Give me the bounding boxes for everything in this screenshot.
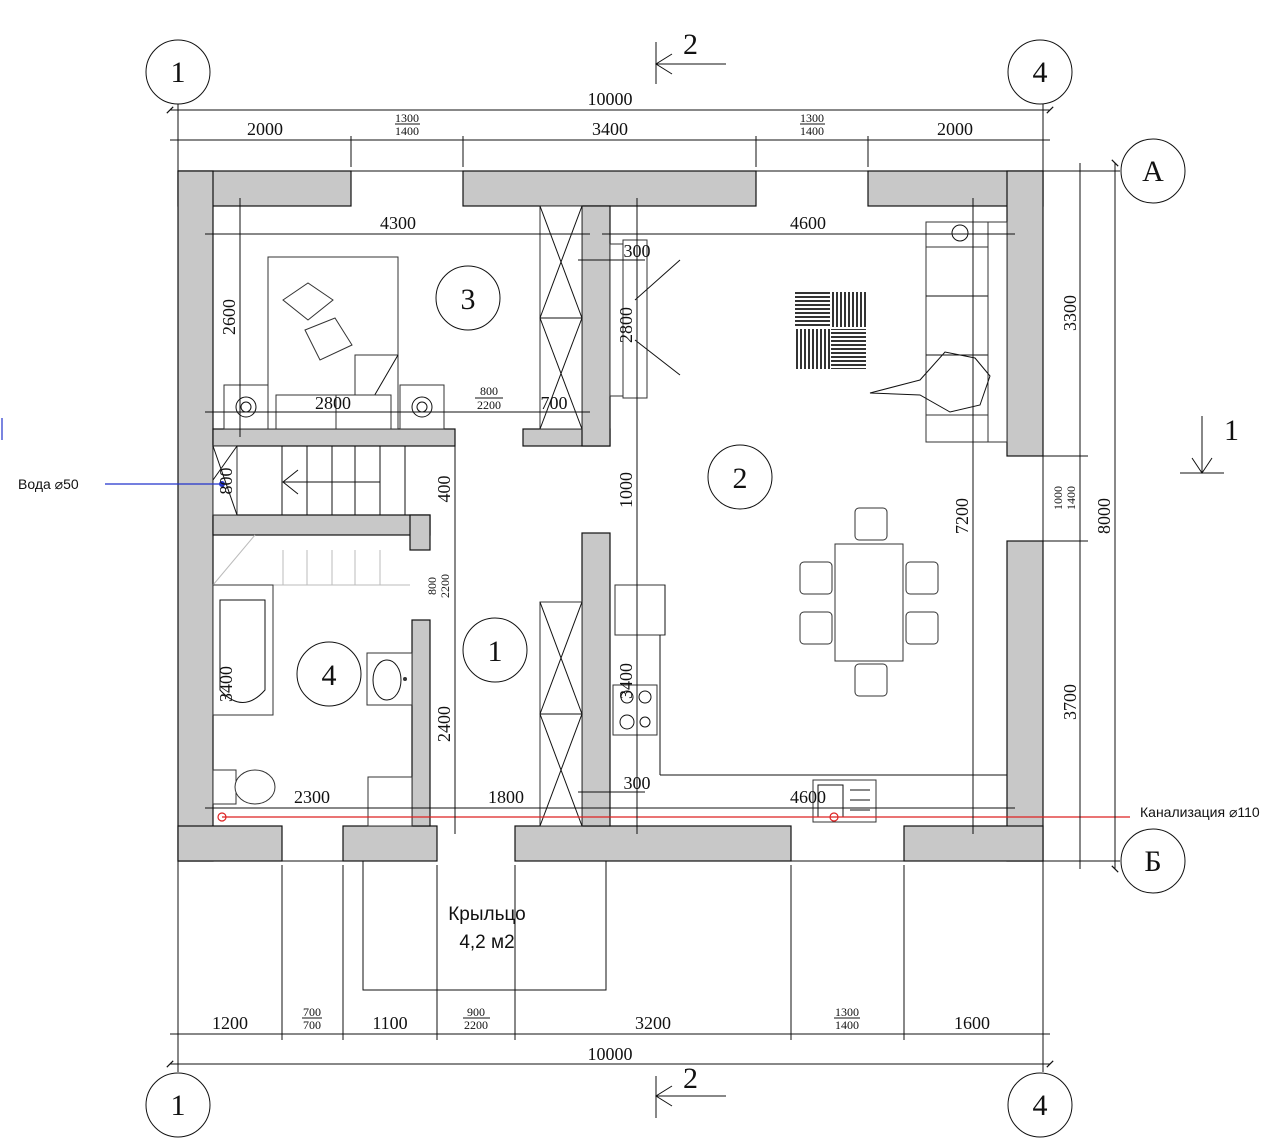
sewer-line: Канализация ⌀110 bbox=[217, 804, 1260, 822]
water-label: Вода ⌀50 bbox=[18, 476, 79, 492]
axis-bubble-4-bottom bbox=[1007, 1072, 1073, 1138]
room-numbers: 3 2 1 4 bbox=[296, 265, 773, 707]
dim-bed-height: 2600 bbox=[219, 299, 239, 335]
dim-top-overall: 10000 bbox=[588, 89, 633, 109]
section-marks: 2 2 1 bbox=[655, 28, 1239, 1118]
dim-living-closet-height: 2800 bbox=[616, 307, 636, 343]
room-2-label: 2 bbox=[733, 462, 748, 495]
dim-bath-width: 2300 bbox=[294, 787, 330, 807]
sewer-label: Канализация ⌀110 bbox=[1140, 804, 1260, 820]
dim-bed-door: 800 bbox=[480, 384, 498, 398]
porch-label: Крыльцо bbox=[448, 904, 526, 925]
dim-right-2: 1000 bbox=[1051, 486, 1065, 510]
dim-hall-height: 2400 bbox=[434, 706, 454, 742]
dim-kitchen-height: 3400 bbox=[616, 663, 636, 699]
exterior-walls bbox=[177, 170, 1044, 862]
bathtub bbox=[212, 584, 274, 716]
dim-bottom-6b: 1400 bbox=[835, 1018, 859, 1032]
dim-kitchen-width: 4600 bbox=[790, 787, 826, 807]
dim-bottom-5: 3200 bbox=[635, 1013, 671, 1033]
dim-bath-height: 3400 bbox=[216, 666, 236, 702]
dim-top-4b: 1400 bbox=[800, 124, 824, 138]
axis-bubble-1-top bbox=[145, 39, 211, 105]
dim-hall-door: 800 bbox=[425, 577, 439, 595]
dim-bed-door-b: 2200 bbox=[477, 398, 501, 412]
dimensions-bottom: 1200 700 700 1100 900 2200 3200 1300 140… bbox=[166, 865, 1054, 1068]
dim-bottom-3: 1100 bbox=[372, 1013, 407, 1033]
nightstand-right bbox=[399, 384, 445, 430]
tv-unit bbox=[609, 239, 681, 399]
nightstand-left bbox=[223, 384, 269, 430]
dim-bed-bottom: 2800 bbox=[315, 393, 351, 413]
dimensions-top: 10000 2000 1300 1400 3400 1300 1400 2000 bbox=[166, 89, 1054, 167]
wardrobe-hall bbox=[539, 601, 583, 827]
axis-bubble-1-bottom bbox=[145, 1072, 211, 1138]
fridge bbox=[614, 584, 666, 636]
dim-stair-height: 400 bbox=[434, 476, 454, 503]
dim-bottom-4: 900 bbox=[467, 1005, 485, 1019]
dim-living-gap: 1000 bbox=[616, 472, 636, 508]
axis-label-B: Б bbox=[1144, 845, 1161, 878]
dim-top-4: 1300 bbox=[800, 111, 824, 125]
dim-hall-door-b: 2200 bbox=[438, 574, 452, 598]
dim-right-overall: 8000 bbox=[1094, 498, 1114, 534]
axis-label-4-top: 4 bbox=[1033, 56, 1048, 89]
kitchen-counter bbox=[612, 635, 1007, 776]
room-3-label: 3 bbox=[461, 283, 476, 316]
washing-machine bbox=[367, 776, 413, 827]
dim-top-3: 3400 bbox=[592, 119, 628, 139]
dim-top-5: 2000 bbox=[937, 119, 973, 139]
dim-kitchen-closet: 300 bbox=[624, 773, 651, 793]
dim-bottom-7: 1600 bbox=[954, 1013, 990, 1033]
axis-markers: 1 4 1 4 А Б bbox=[145, 39, 1186, 1138]
interior-walls bbox=[212, 205, 611, 827]
section-bottom-label: 2 bbox=[683, 1062, 698, 1095]
axis-bubble-B bbox=[1120, 828, 1186, 894]
dim-living-height: 7200 bbox=[952, 498, 972, 534]
axis-label-A: А bbox=[1142, 155, 1164, 188]
axis-bubble-4-top bbox=[1007, 39, 1073, 105]
room-4-label: 4 bbox=[322, 659, 337, 692]
water-line: Вода ⌀50 bbox=[1, 418, 225, 492]
dimensions-interior: 4300 2600 2800 800 2200 700 4600 300 280… bbox=[205, 198, 1015, 834]
porch-area: 4,2 м2 bbox=[459, 932, 514, 953]
dim-bottom-2: 700 bbox=[303, 1005, 321, 1019]
rug bbox=[795, 292, 866, 369]
dim-bottom-1: 1200 bbox=[212, 1013, 248, 1033]
dim-top-2: 1300 bbox=[395, 111, 419, 125]
axis-label-1-bottom: 1 bbox=[171, 1089, 186, 1122]
bed bbox=[267, 256, 399, 430]
dim-right-3: 3700 bbox=[1060, 684, 1080, 720]
room-1-label: 1 bbox=[488, 635, 503, 668]
sofa bbox=[869, 221, 1008, 443]
dim-right-1: 3300 bbox=[1060, 295, 1080, 331]
wardrobe-bedroom bbox=[539, 205, 583, 430]
axis-label-4-bottom: 4 bbox=[1033, 1089, 1048, 1122]
dim-stair-width: 800 bbox=[216, 468, 236, 495]
dining-set bbox=[799, 507, 939, 697]
dim-hall-width: 1800 bbox=[488, 787, 524, 807]
axis-bubble-A bbox=[1120, 138, 1186, 204]
section-right-label: 1 bbox=[1224, 414, 1239, 447]
staircase bbox=[212, 445, 410, 586]
section-top-label: 2 bbox=[683, 28, 698, 61]
porch: Крыльцо 4,2 м2 bbox=[362, 861, 607, 991]
dim-top-1: 2000 bbox=[247, 119, 283, 139]
dim-bottom-overall: 10000 bbox=[588, 1044, 633, 1064]
dim-bottom-6: 1300 bbox=[835, 1005, 859, 1019]
axis-label-1-top: 1 bbox=[171, 56, 186, 89]
dim-bed-width: 4300 bbox=[380, 213, 416, 233]
dim-right-2b: 1400 bbox=[1064, 486, 1078, 510]
toilet bbox=[212, 769, 276, 805]
dim-bottom-2b: 700 bbox=[303, 1018, 321, 1032]
washbasin bbox=[366, 652, 413, 706]
dim-top-2b: 1400 bbox=[395, 124, 419, 138]
dim-living-width: 4600 bbox=[790, 213, 826, 233]
dim-bottom-4b: 2200 bbox=[464, 1018, 488, 1032]
dimensions-right: 3300 1000 1400 3700 8000 bbox=[1043, 159, 1119, 873]
dim-bed-closet: 700 bbox=[541, 393, 568, 413]
